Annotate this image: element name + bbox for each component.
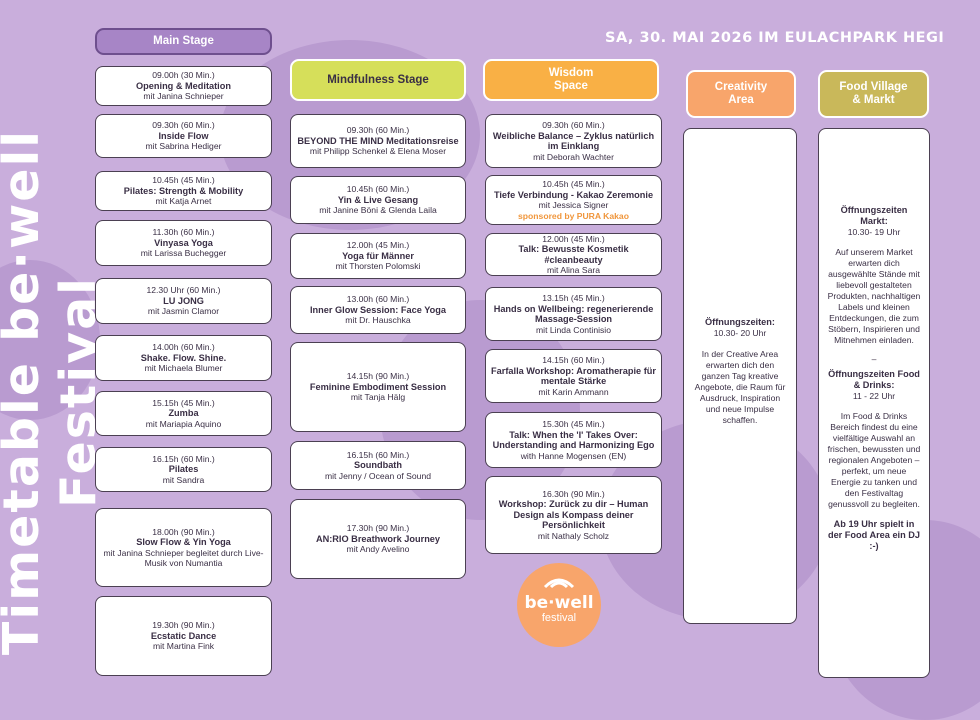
header-mindfulness-stage: Mindfulness Stage (290, 59, 466, 101)
sponsor-label: sponsored by PURA Kakao (518, 210, 629, 221)
bewell-logo: be·well festival (517, 563, 601, 647)
festival-title: Timetable be·well Festival (0, 128, 107, 656)
dj-note: Ab 19 Uhr spielt in der Food Area ein DJ… (827, 519, 921, 551)
session-card: 14.00h (60 Min.)Shake. Flow. Shine.mit M… (95, 335, 272, 381)
food-hours-title: Öffnungszeiten Food & Drinks: (828, 369, 920, 390)
header-mindfulness-label: Mindfulness Stage (327, 73, 429, 86)
creativity-text: In der Creative Area erwarten dich den g… (694, 349, 786, 425)
header-main-stage: Main Stage (95, 28, 272, 55)
session-card: 09.30h (60 Min.)BEYOND THE MIND Meditati… (290, 114, 466, 168)
header-wisdom-label: Wisdom Space (548, 67, 594, 92)
market-text: Auf unserem Market erwarten dich ausgewä… (827, 247, 921, 345)
header-food-village: Food Village & Markt (818, 70, 929, 118)
session-card: 13.15h (45 Min.)Hands on Wellbeing: rege… (485, 287, 662, 341)
session-card: 15.30h (45 Min.)Talk: When the 'I' Takes… (485, 412, 662, 468)
session-card: 14.15h (90 Min.)Feminine Embodiment Sess… (290, 342, 466, 432)
header-wisdom-space: Wisdom Space (483, 59, 659, 101)
session-card: 09.30h (60 Min.)Weibliche Balance – Zykl… (485, 114, 662, 168)
logo-text: be·well (524, 593, 594, 613)
session-card: 13.00h (60 Min.)Inner Glow Session: Face… (290, 286, 466, 334)
divider-dash: – (871, 354, 877, 364)
session-card: 10.45h (45 Min.)Tiefe Verbindung - Kakao… (485, 175, 662, 225)
event-date: SA, 30. MAI 2026 IM EULACHPARK HEGI (605, 30, 945, 46)
creativity-hours: 10.30- 20 Uhr (713, 328, 767, 338)
header-creativity-label: Creativity Area (714, 81, 768, 106)
creativity-hours-title: Öffnungszeiten: (705, 317, 775, 327)
food-text: Im Food & Drinks Bereich findest du eine… (827, 411, 921, 509)
header-creativity-area: Creativity Area (686, 70, 796, 118)
food-panel: Öffnungszeiten Markt: 10.30- 19 Uhr Auf … (818, 128, 930, 678)
food-hours: 11 - 22 Uhr (852, 391, 896, 401)
creativity-panel: Öffnungszeiten: 10.30- 20 Uhr In der Cre… (683, 128, 797, 624)
session-card: 10.45h (45 Min.)Pilates: Strength & Mobi… (95, 171, 272, 211)
session-card: 17.30h (90 Min.)AN:RIO Breathwork Journe… (290, 499, 466, 579)
session-card: 16.30h (90 Min.)Workshop: Zurück zu dir … (485, 476, 662, 554)
header-food-label: Food Village & Markt (839, 81, 908, 106)
market-hours: 10.30- 19 Uhr (847, 227, 901, 237)
logo-subtext: festival (541, 612, 577, 624)
session-card: 14.15h (60 Min.)Farfalla Workshop: Aroma… (485, 349, 662, 403)
market-hours-title: Öffnungszeiten Markt: (840, 205, 908, 226)
logo-arc-icon (543, 578, 575, 589)
session-card: 12.00h (45 Min.)Talk: Bewusste Kosmetik … (485, 233, 662, 276)
